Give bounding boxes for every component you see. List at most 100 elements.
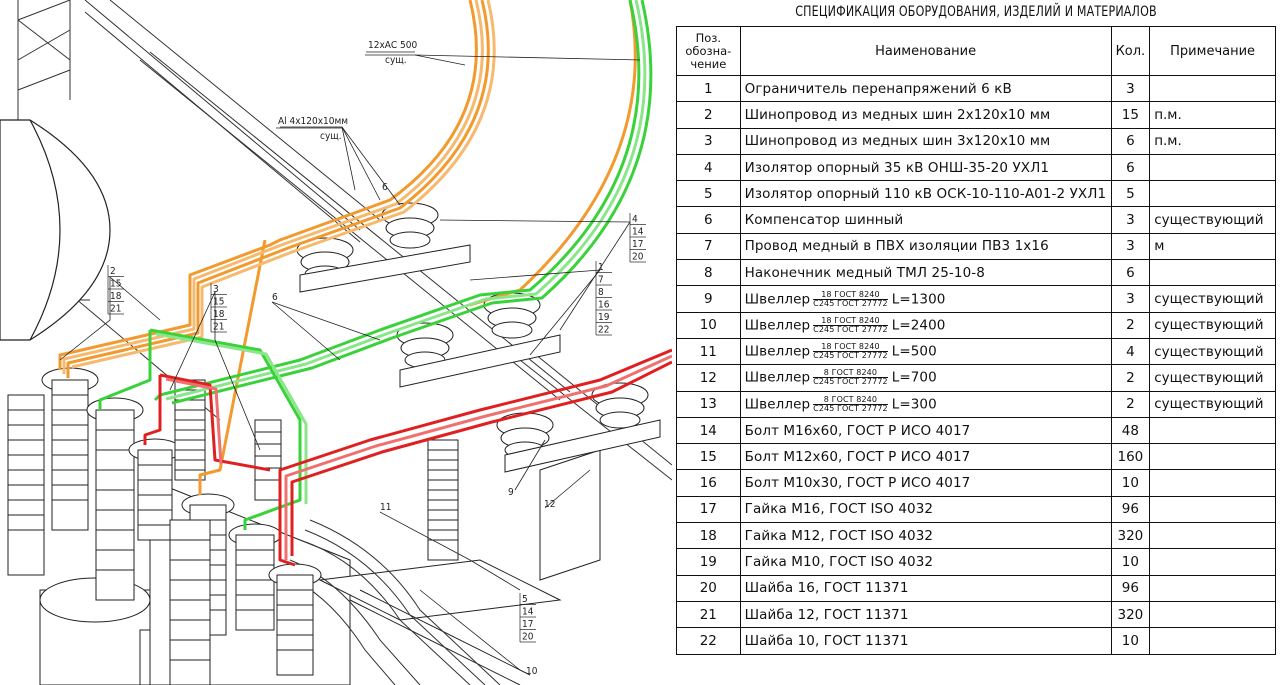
cell-note: п.м.: [1149, 127, 1276, 155]
insulator: [254, 419, 282, 501]
leader-lines: [59, 54, 641, 671]
header-name: Наименование: [739, 26, 1112, 76]
cell-qty: 48: [1110, 416, 1151, 445]
insulator: [41, 367, 99, 531]
cell-name: Шинопровод из медных шин 2х120х10 мм: [739, 101, 1112, 129]
cell-qty: 160: [1110, 443, 1151, 471]
callout-number: 17: [632, 239, 643, 250]
header-note: Примечание: [1149, 26, 1276, 76]
insulator: [268, 563, 322, 676]
callout-10: 10: [526, 666, 538, 677]
cell-name: Шайба 12, ГОСТ 11371: [739, 600, 1112, 629]
cell-name: Болт М10х30, ГОСТ Р ИСО 4017: [739, 469, 1112, 497]
cell-pos: 20: [676, 574, 741, 602]
callout-number: 1: [598, 262, 604, 273]
cell-note: [1149, 548, 1276, 576]
insulator: [228, 523, 282, 631]
cell-qty: 3: [1110, 74, 1151, 103]
transformer-tank: [0, 119, 111, 341]
channel-supports: [299, 244, 661, 473]
cell-name: Наконечник медный ТМЛ 25-10-8: [739, 259, 1112, 287]
cell-pos: 7: [676, 232, 741, 261]
callout-al-bus: Al 4х120х10мм: [278, 116, 348, 127]
cell-qty: 6: [1110, 259, 1151, 287]
item-length: L=2400: [891, 317, 946, 334]
cell-qty: 2: [1110, 364, 1151, 392]
callout-number: 3: [213, 284, 219, 295]
cell-name: Изолятор опорный 110 кВ ОСК-10-110-А01-2…: [739, 180, 1112, 208]
callout-number: 7: [598, 275, 604, 286]
item-name: Швеллер: [744, 343, 811, 360]
cell-pos: 12: [676, 364, 741, 392]
callout-6b: 6: [382, 182, 388, 193]
cell-qty: 10: [1110, 548, 1151, 576]
insulator: [86, 397, 144, 601]
callout-number: 14: [632, 227, 644, 238]
cell-name: Гайка М10, ГОСТ ISO 4032: [739, 548, 1112, 576]
insulator: [427, 439, 459, 561]
fraction-top: 8 ГОСТ 8240: [813, 395, 888, 405]
cell-pos: 18: [676, 522, 741, 550]
header-pos: Поз. обозна- чение: [676, 26, 741, 76]
cell-pos: 4: [676, 153, 741, 182]
insulator: [169, 519, 211, 685]
item-name: Швеллер: [744, 396, 811, 413]
item-length: L=500: [891, 343, 937, 360]
cell-note: [1149, 153, 1276, 182]
cell-name: Болт М16х60, ГОСТ Р ИСО 4017: [739, 416, 1112, 445]
callout-al-note: сущ.: [320, 131, 342, 142]
support-insulator: [591, 382, 649, 429]
cell-name: Шайба 10, ГОСТ 11371: [739, 627, 1112, 655]
item-length: L=300: [891, 396, 937, 413]
callout-number: 20: [522, 632, 534, 643]
cell-pos: 17: [676, 495, 741, 524]
cell-pos: 6: [676, 206, 741, 234]
single-callouts: 6 6 9 11 12 10: [272, 182, 555, 677]
fraction-bottom: С245 ГОСТ 27772: [813, 298, 888, 308]
callout-6a: 6: [272, 292, 278, 303]
cell-note: существующий: [1149, 285, 1276, 313]
cell-name: Гайка М12, ГОСТ ISO 4032: [739, 522, 1112, 550]
callout-number: 21: [213, 322, 224, 333]
cell-pos: 21: [676, 600, 741, 629]
cell-note: [1149, 443, 1276, 471]
cell-qty: 3: [1110, 206, 1151, 234]
callout-12: 12: [544, 499, 555, 510]
callout-number: 16: [598, 300, 610, 311]
item-name: Швеллер: [744, 317, 811, 334]
cell-note: [1149, 416, 1276, 445]
cell-pos: 9: [676, 285, 741, 313]
cell-note: существующий: [1149, 337, 1276, 366]
item-length: L=1300: [891, 291, 946, 308]
callout-ac500: 12хАС 500: [368, 40, 418, 51]
busbar-phase-b: [98, 0, 653, 530]
cell-name: Гайка М16, ГОСТ ISO 4032: [739, 495, 1112, 524]
callout-number: 20: [632, 252, 644, 263]
cell-qty: 3: [1110, 285, 1151, 313]
cell-qty: 2: [1110, 390, 1151, 418]
callout-number: 21: [110, 304, 121, 315]
cell-note: [1149, 574, 1276, 602]
callout-number: 4: [632, 214, 638, 225]
item-name: Швеллер: [744, 369, 811, 386]
callout-number: 18: [110, 291, 122, 302]
cell-note: существующий: [1149, 390, 1276, 418]
cell-qty: 10: [1110, 469, 1151, 497]
